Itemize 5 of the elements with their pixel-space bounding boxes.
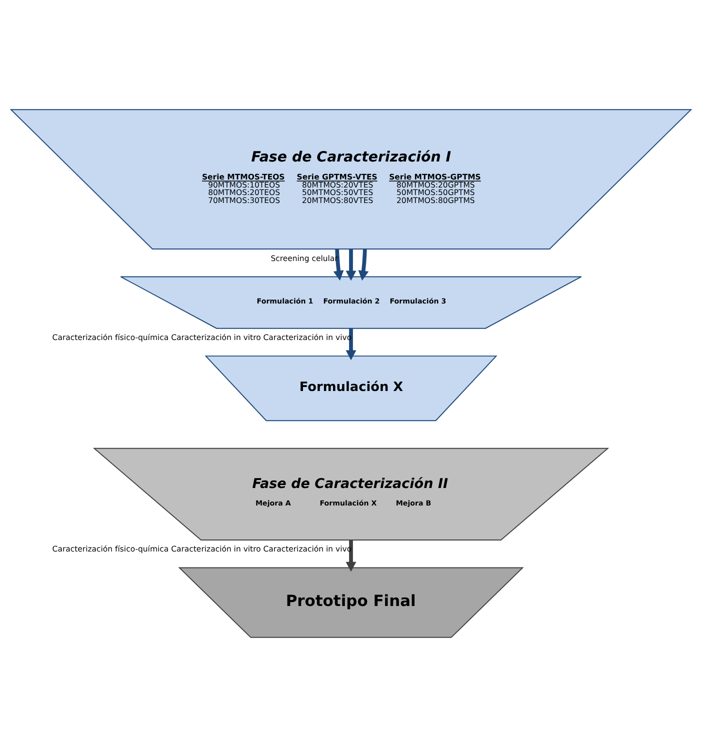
arrow	[333, 249, 344, 281]
arrow	[346, 328, 356, 360]
arrow	[346, 540, 356, 572]
arrow	[346, 249, 356, 281]
arrow	[358, 249, 369, 281]
